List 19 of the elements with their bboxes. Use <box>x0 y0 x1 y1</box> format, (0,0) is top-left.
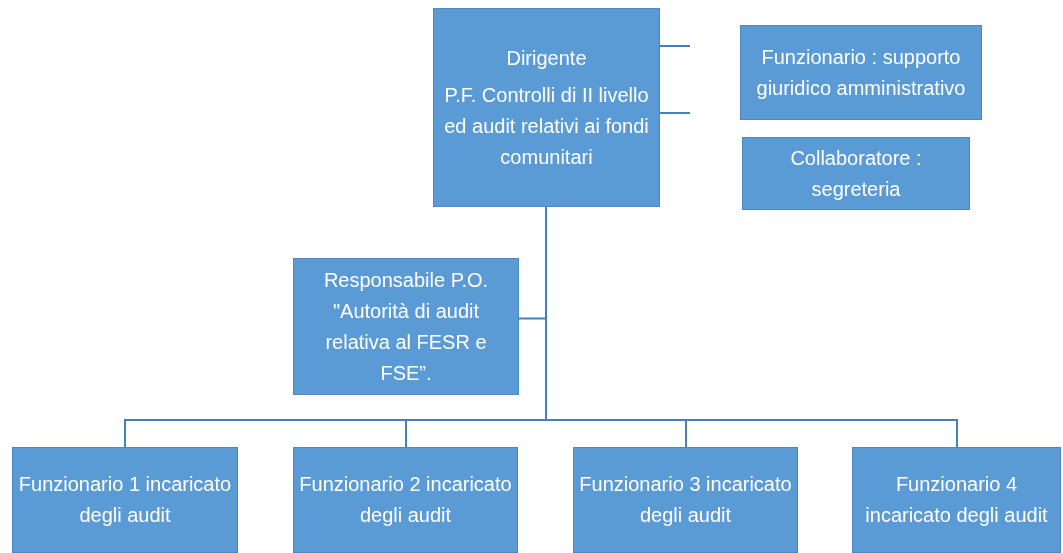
role-text: Funzionario 3 incaricato degli audit <box>579 472 792 528</box>
role-text: Funzionario 4 incaricato degli audit <box>864 472 1049 528</box>
connector-line <box>659 45 691 47</box>
org-box <box>293 258 519 395</box>
org-box <box>852 447 1061 553</box>
org-box <box>740 25 982 120</box>
role-text: Funzionario 1 incaricato degli audit <box>18 472 232 528</box>
org-box <box>742 137 970 210</box>
role-text: Collaboratore : segreteria <box>789 145 923 202</box>
role-text: Funzionario 2 incaricato degli audit <box>299 472 512 528</box>
role-title: Dirigente <box>506 45 587 71</box>
role-text: Responsabile P.O. "Autorità di audit relativa al FESR e FSE”. <box>322 267 490 386</box>
role-text: P.F. Controlli di II livello ed audit relativi ai fondi comunitari <box>443 82 650 170</box>
org-box <box>12 447 238 553</box>
org-box <box>433 8 660 207</box>
connector-line <box>659 112 691 114</box>
org-box <box>293 447 518 553</box>
role-text: Funzionario : supporto giuridico amministrativo <box>755 44 967 101</box>
org-box <box>573 447 798 553</box>
